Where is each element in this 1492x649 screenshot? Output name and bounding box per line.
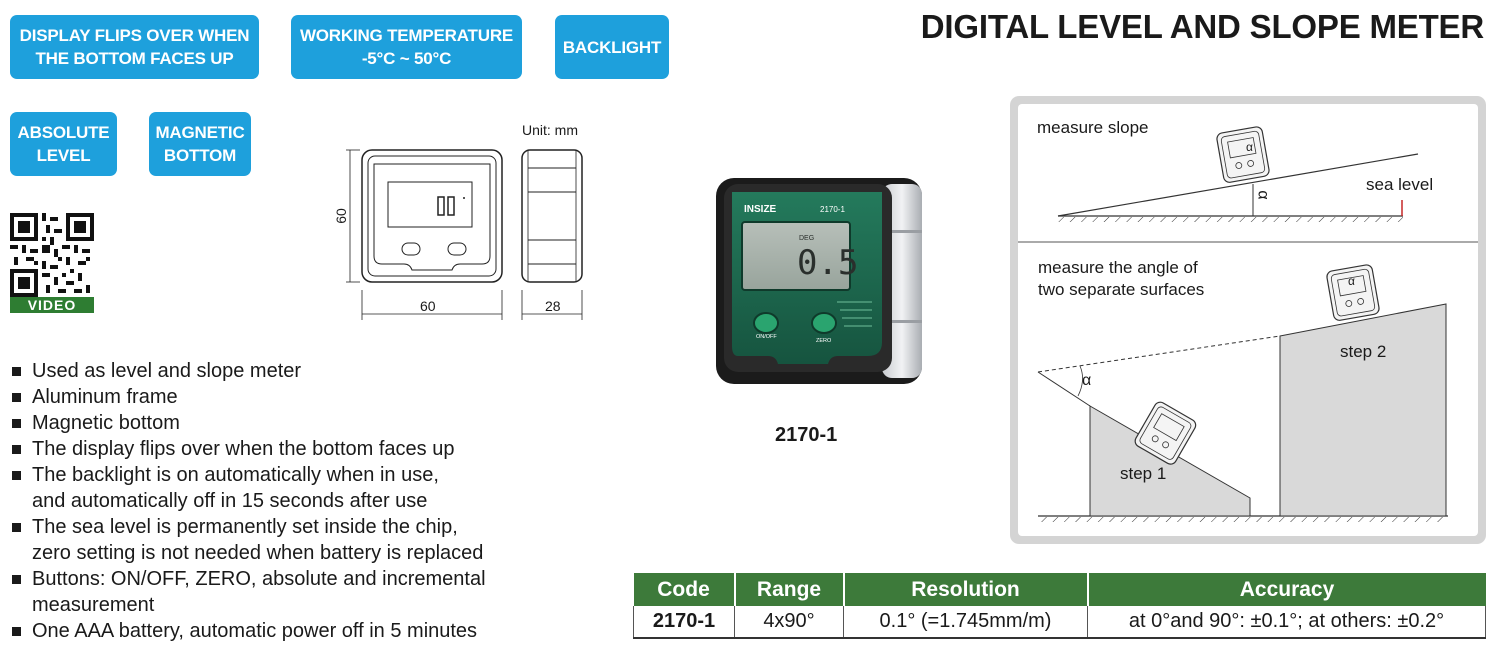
step1-label: step 1 [1120, 464, 1167, 483]
feature-item: The backlight is on automatically when i… [10, 462, 486, 488]
height-dimension-label: 60 [332, 208, 349, 224]
cell-accuracy: at 0°and 90°: ±0.1°; at others: ±0.2° [1087, 606, 1486, 639]
badge-line: WORKING TEMPERATURE [299, 26, 514, 45]
feature-item: Aluminum frame [10, 384, 486, 410]
badge-absolute-level: ABSOLUTE LEVEL [10, 112, 117, 176]
product-model-label: 2170-1 [775, 424, 838, 446]
angle-label-line2: two separate surfaces [1038, 280, 1205, 299]
cell-range: 4x90° [734, 606, 844, 639]
feature-item-continued: zero setting is not needed when battery … [32, 542, 484, 564]
feature-item: Magnetic bottom [10, 410, 486, 436]
badge-line: BOTTOM [163, 146, 237, 165]
alpha-label-mini-step2: α [1348, 274, 1355, 288]
brand-logo: INSIZE [744, 204, 777, 215]
alpha-label-surfaces: α [1082, 372, 1092, 389]
lcd-value: 0.5 [797, 243, 858, 283]
badge-display-flips: DISPLAY FLIPS OVER WHEN THE BOTTOM FACES… [10, 15, 259, 79]
badge-line: MAGNETIC [155, 123, 245, 142]
badge-working-temperature: WORKING TEMPERATURE -5°C ~ 50°C [291, 15, 522, 79]
cell-resolution: 0.1° (=1.745mm/m) [843, 606, 1088, 639]
badge-line: BACKLIGHT [562, 37, 662, 57]
usage-diagram-inner: measure slope sea level α α measure the … [1018, 104, 1478, 536]
badge-line: ABSOLUTE [17, 123, 110, 142]
sea-level-label: sea level [1366, 175, 1434, 194]
width-dimension-label: 60 [420, 298, 436, 314]
feature-item-continued: and automatically off in 15 seconds afte… [32, 490, 428, 512]
angle-label-line1: measure the angle of [1038, 258, 1198, 277]
step2-label: step 2 [1340, 342, 1387, 361]
feature-item-continued: measurement [32, 594, 155, 616]
spec-table: Code Range Resolution Accuracy 2170-1 4x… [633, 573, 1486, 639]
device-model: 2170-1 [820, 205, 845, 214]
badge-line: -5°C ~ 50°C [361, 49, 452, 68]
column-header-accuracy: Accuracy [1087, 573, 1486, 606]
badge-line: LEVEL [36, 146, 91, 165]
feature-list: Used as level and slope meter Aluminum f… [10, 358, 486, 644]
table-row: 2170-1 4x90° 0.1° (=1.745mm/m) at 0°and … [633, 606, 1486, 639]
measure-slope-label: measure slope [1037, 118, 1149, 137]
qr-code-icon[interactable] [10, 213, 94, 297]
feature-item: The sea level is permanently set inside … [10, 514, 486, 540]
feature-item: Buttons: ON/OFF, ZERO, absolute and incr… [10, 566, 486, 592]
lcd-unit: DEG [799, 235, 814, 242]
badge-magnetic-bottom: MAGNETIC BOTTOM [149, 112, 251, 176]
unit-label: Unit: mm [522, 122, 578, 138]
device-button-onoff: ON/OFF [756, 334, 777, 340]
badge-backlight: BACKLIGHT [555, 15, 669, 79]
device-button-zero: ZERO [816, 338, 832, 344]
column-header-resolution: Resolution [843, 573, 1089, 606]
product-image: 0.5 DEG INSIZE 2170-1 ON/OFF ZERO [716, 178, 922, 384]
alpha-label-mini-top: α [1246, 140, 1253, 154]
feature-item: The display flips over when the bottom f… [10, 436, 486, 462]
cell-code: 2170-1 [633, 606, 735, 639]
column-header-code: Code [633, 573, 736, 606]
feature-item: One AAA battery, automatic power off in … [10, 618, 486, 644]
video-label[interactable]: VIDEO [10, 297, 94, 313]
dimension-drawing [346, 149, 583, 320]
badge-line: DISPLAY FLIPS OVER WHEN [19, 26, 250, 45]
usage-diagram: measure slope sea level α α measure the … [1010, 96, 1486, 544]
table-header-row: Code Range Resolution Accuracy [633, 573, 1486, 606]
page-title: DIGITAL LEVEL AND SLOPE METER [920, 8, 1484, 45]
depth-dimension-label: 28 [545, 298, 561, 314]
column-header-range: Range [734, 573, 845, 606]
badge-line: THE BOTTOM FACES UP [35, 49, 234, 68]
alpha-label-slope: α [1254, 190, 1272, 200]
feature-item: Used as level and slope meter [10, 358, 486, 384]
